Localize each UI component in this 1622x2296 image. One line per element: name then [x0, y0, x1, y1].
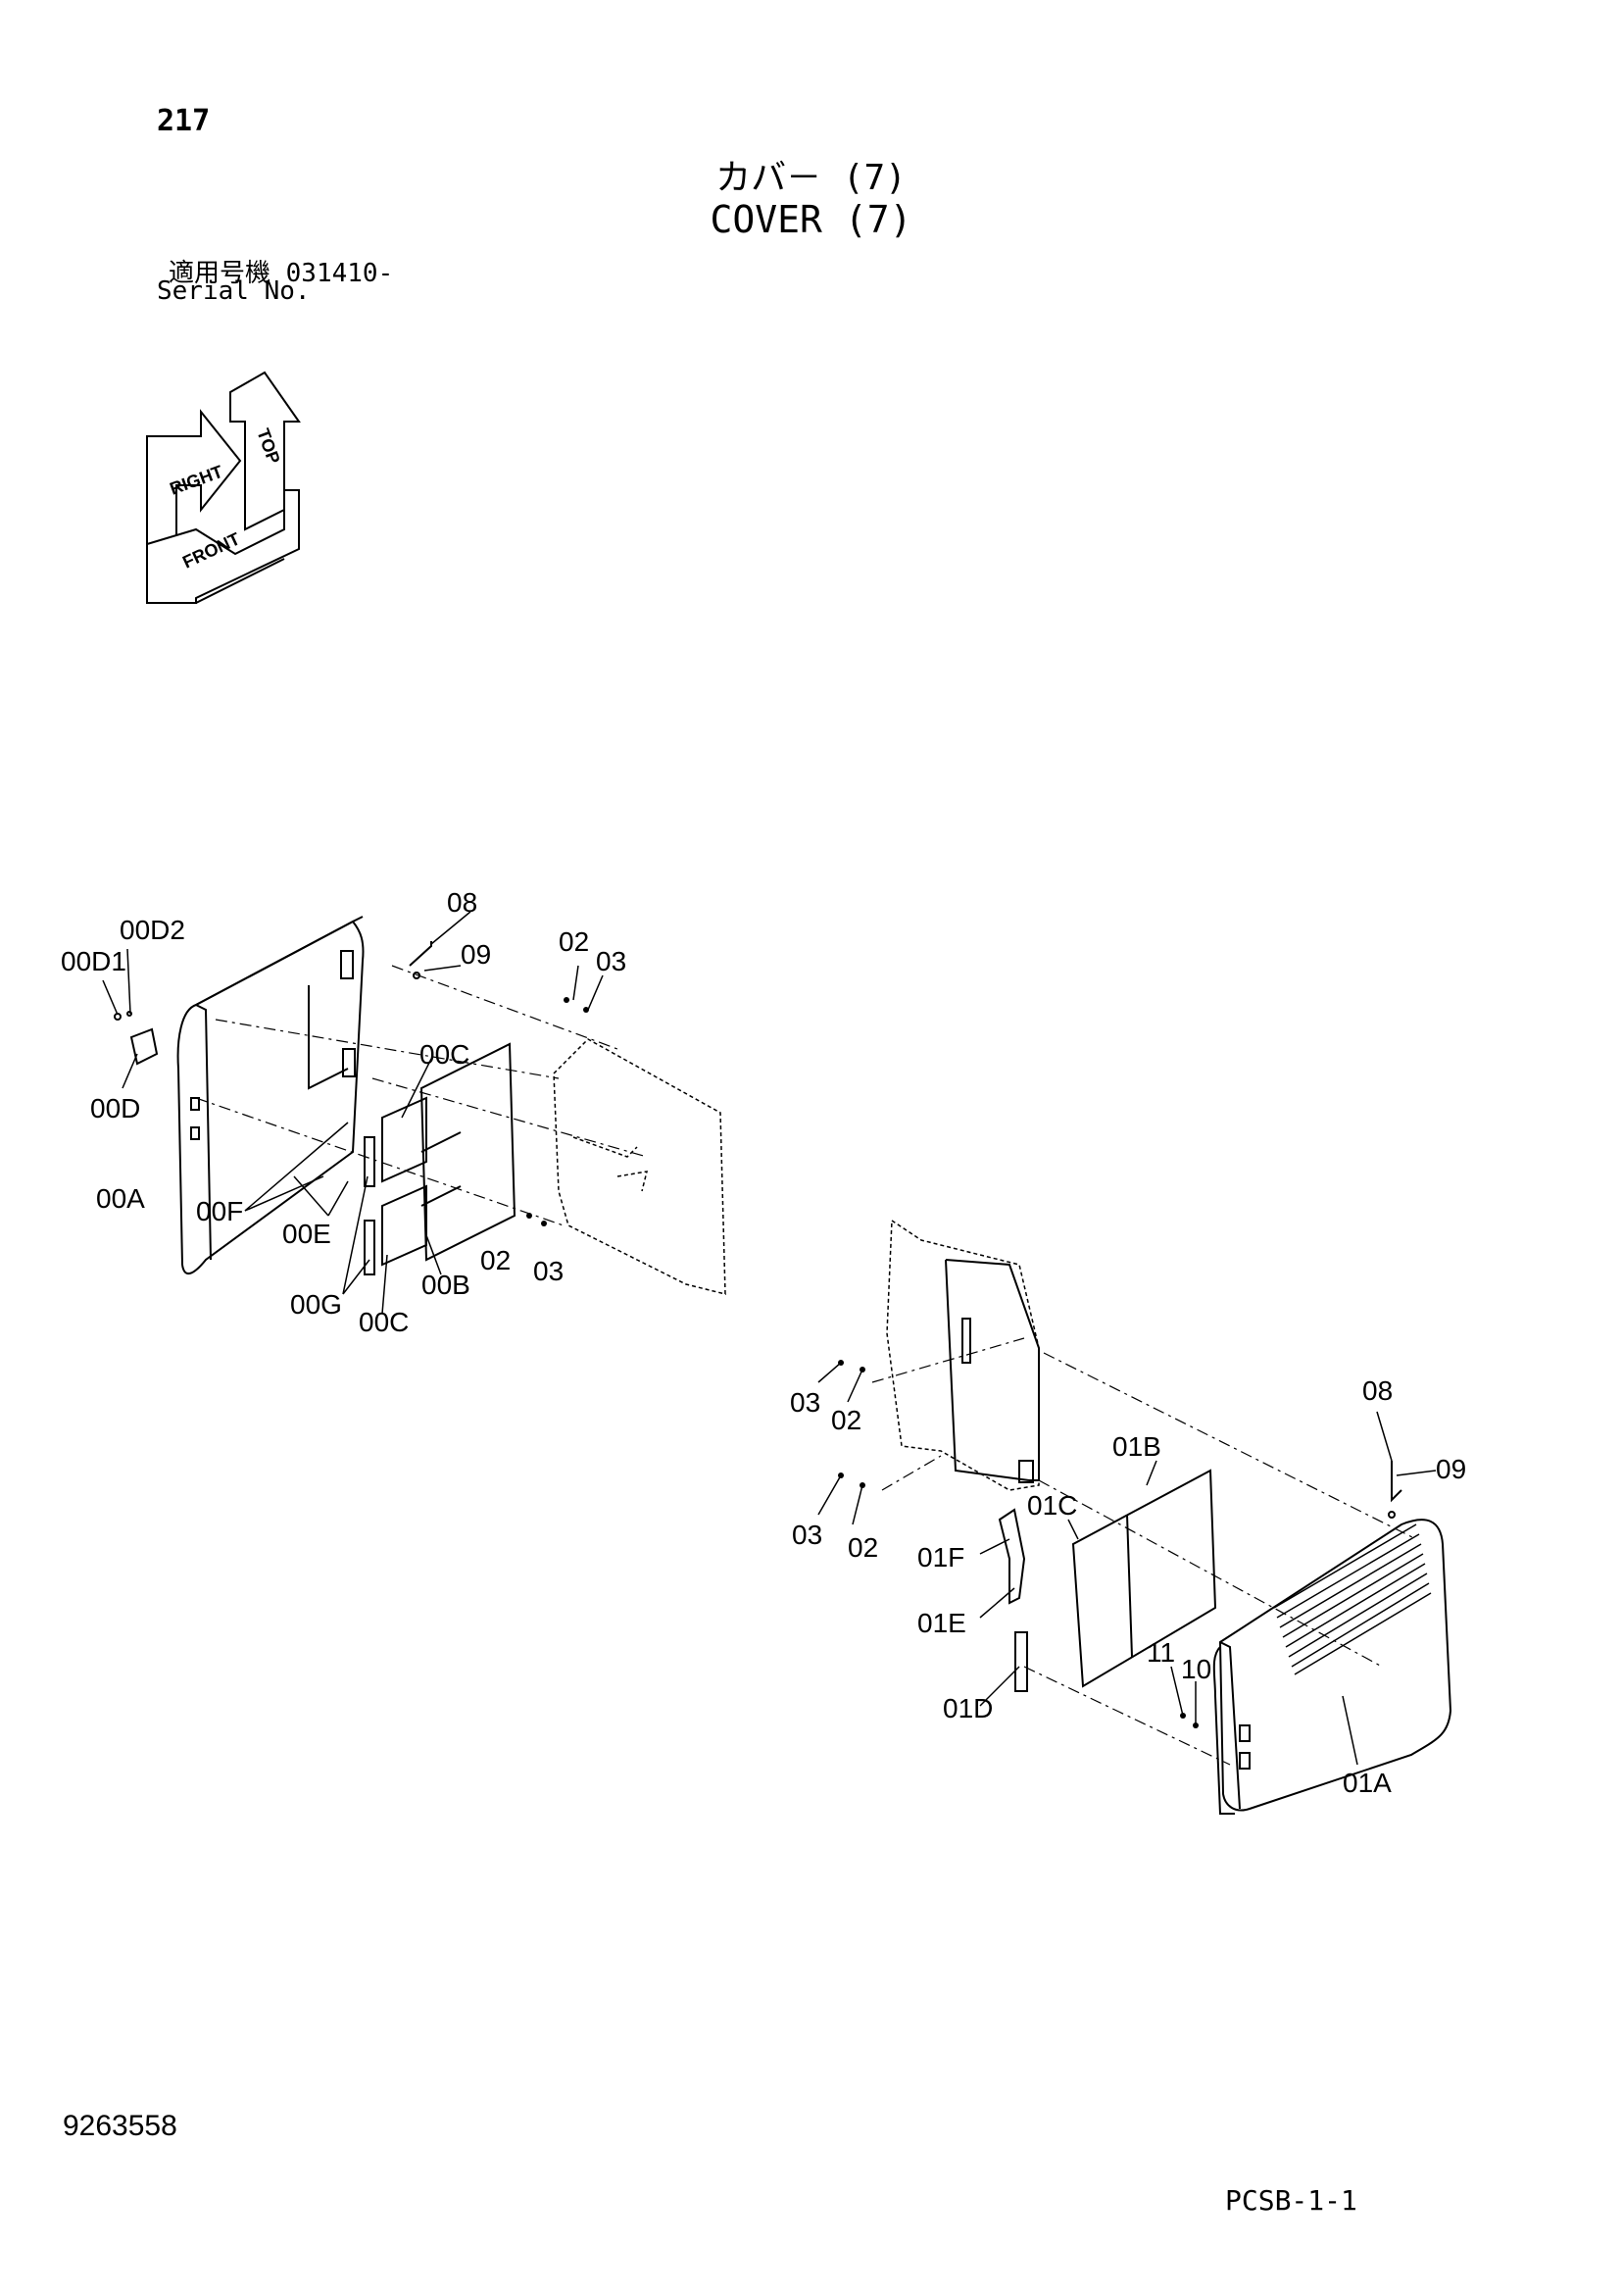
callout-02-bottom: 02 [480, 1245, 511, 1275]
callout-03-bottom: 03 [533, 1256, 564, 1286]
callout-01A: 01A [1343, 1768, 1392, 1798]
left-callout-leaders [102, 911, 1358, 1766]
callout-02-b: 02 [848, 1532, 878, 1563]
callout-01D: 01D [943, 1693, 993, 1723]
left-side-cover [176, 916, 365, 1274]
callout-00G: 00G [290, 1289, 342, 1320]
callout-03-top: 03 [596, 946, 626, 976]
orientation-icon [146, 371, 301, 604]
callout-02-top: 02 [559, 926, 589, 957]
louver-grille [1273, 1523, 1432, 1675]
callout-00D1: 00D1 [61, 946, 126, 976]
left-frame-panel [553, 1038, 726, 1295]
left-leader-lines [195, 965, 648, 1226]
callout-08-right: 08 [1362, 1375, 1393, 1406]
callout-01E: 01E [917, 1608, 966, 1638]
serial-label: Serial No. [157, 276, 311, 306]
insulation-pad-00C [381, 1096, 427, 1267]
page-title: COVER (7) [710, 198, 912, 241]
page-number: 217 [157, 104, 211, 138]
callout-09-right: 09 [1436, 1454, 1466, 1484]
seal-strips-00G [364, 1136, 375, 1275]
serial-label-japanese: 適用号機 031410- [169, 259, 394, 288]
right-frame-panel [886, 1219, 1040, 1491]
hook-08-left [409, 941, 432, 979]
callout-00B: 00B [421, 1270, 470, 1300]
callout-01C: 01C [1027, 1490, 1077, 1521]
callout-00A: 00A [96, 1183, 145, 1214]
door-cover-01A [1212, 1519, 1452, 1815]
callout-00C-bottom: 00C [359, 1307, 409, 1337]
callout-01B: 01B [1112, 1431, 1161, 1462]
callout-09-left: 09 [461, 939, 491, 970]
insulation-panel-00B [419, 1042, 516, 1262]
callout-01F: 01F [917, 1542, 964, 1572]
seal-strips-01 [998, 1508, 1028, 1692]
callout-08-left: 08 [447, 887, 477, 918]
right-frame-bracket [945, 1259, 1040, 1483]
callout-02-a: 02 [831, 1405, 861, 1435]
callout-03-a: 03 [790, 1387, 820, 1418]
document-number: 9263558 [63, 2110, 177, 2142]
callout-03-b: 03 [792, 1520, 822, 1550]
left-fasteners [526, 997, 589, 1226]
callout-00D: 00D [90, 1093, 140, 1123]
callout-11: 11 [1147, 1637, 1175, 1668]
callout-00F: 00F [196, 1196, 243, 1226]
right-leader-lines [871, 1337, 1417, 1766]
callout-00C-top: 00C [419, 1039, 469, 1070]
callout-10: 10 [1181, 1654, 1211, 1684]
right-callout-leaders [817, 1362, 1437, 1725]
page-title-japanese: カバ－ (7) [715, 158, 907, 198]
reference-code: PCSB-1-1 [1225, 2184, 1357, 2217]
insulation-panel-01B [1071, 1469, 1217, 1688]
right-fasteners [838, 1360, 1199, 1728]
callout-00E: 00E [282, 1219, 331, 1249]
hook-08-right [1388, 1461, 1402, 1519]
callout-00D2: 00D2 [120, 915, 185, 945]
